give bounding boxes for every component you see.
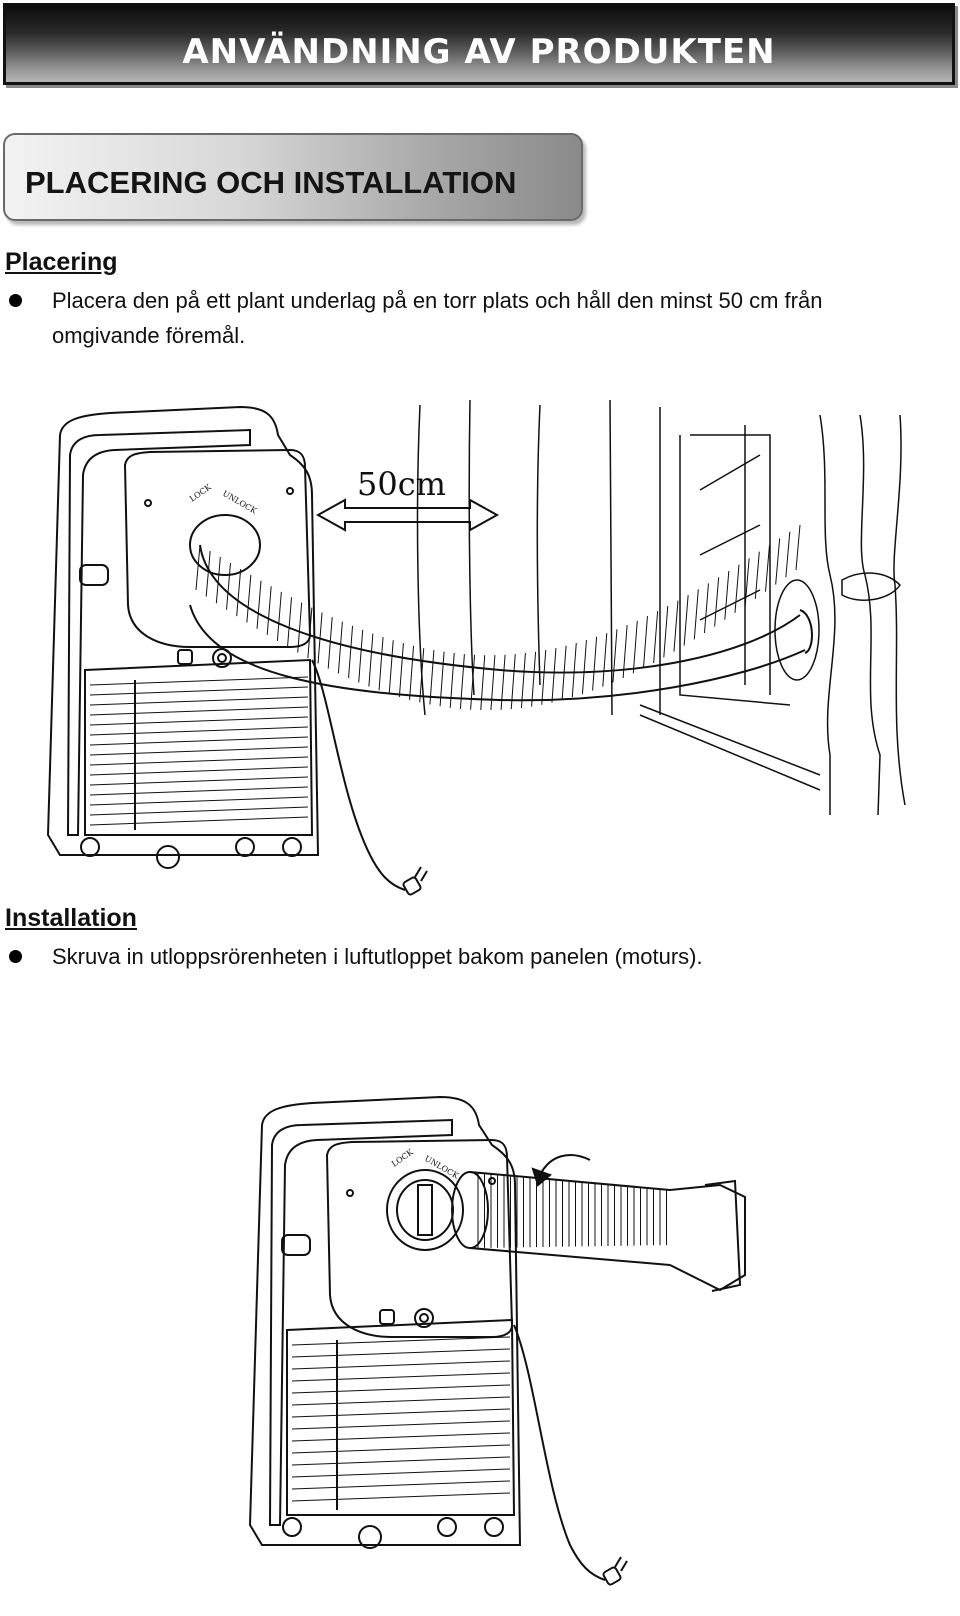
- plug-icon: [402, 866, 428, 896]
- ac-unit-drawing: [46, 405, 406, 891]
- placement-illustration: LOCK UNLOCK 50cm: [46, 399, 906, 896]
- page-title: ANVÄNDNING AV PRODUKTEN: [182, 32, 776, 72]
- placement-text-line2: omgivande föremål.: [52, 323, 246, 348]
- page-header-banner: ANVÄNDNING AV PRODUKTEN: [3, 3, 955, 85]
- bullet-icon: [9, 294, 22, 307]
- installation-heading: Installation: [5, 904, 137, 932]
- unlock-label: UNLOCK: [423, 1154, 461, 1181]
- rotation-arrow-icon: [531, 1154, 591, 1187]
- hose-ribs: [477, 1173, 667, 1248]
- outlet-hose-drawing: [451, 1171, 746, 1292]
- hose-ribs: [195, 524, 801, 711]
- installation-text: Skruva in utloppsrörenheten i luftutlopp…: [52, 944, 703, 969]
- plug-icon: [602, 1556, 628, 1586]
- double-arrow-icon: [315, 498, 500, 532]
- section-title: PLACERING OCH INSTALLATION: [25, 165, 517, 200]
- placement-heading: Placering: [5, 248, 118, 276]
- exhaust-hose-drawing: [189, 514, 813, 702]
- ac-unit-drawing: [248, 1095, 606, 1581]
- placement-text-line1: Placera den på ett plant underlag på en …: [52, 288, 823, 313]
- window-curtain-drawing: [416, 399, 906, 816]
- distance-label: 50cm: [357, 465, 446, 503]
- section-header-box: PLACERING OCH INSTALLATION: [3, 133, 583, 221]
- lock-label: LOCK: [390, 1147, 416, 1169]
- unlock-label: UNLOCK: [221, 489, 259, 516]
- bullet-icon: [9, 950, 22, 963]
- lock-label: LOCK: [188, 482, 214, 504]
- installation-illustration: LOCK UNLOCK: [248, 1095, 746, 1586]
